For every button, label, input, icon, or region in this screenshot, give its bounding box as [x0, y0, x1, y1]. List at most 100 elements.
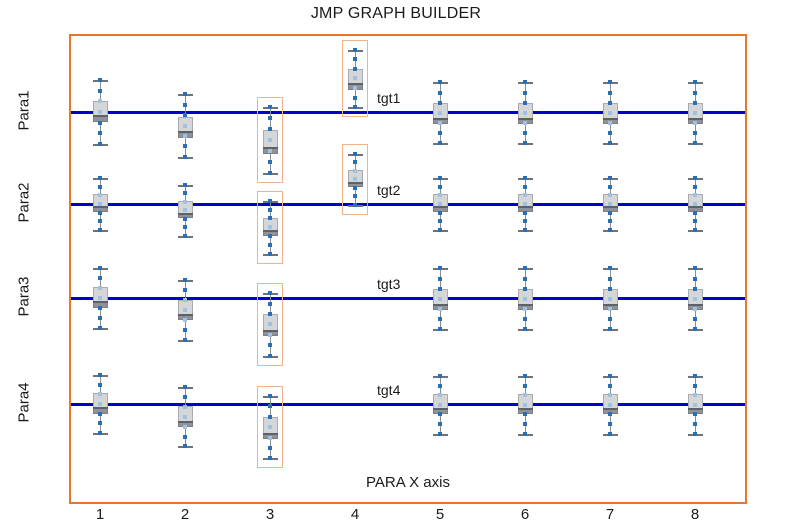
box-plot[interactable] [598, 264, 622, 333]
data-point [523, 327, 527, 332]
data-point [523, 193, 527, 198]
data-point [523, 100, 527, 105]
page-title: JMP GRAPH BUILDER [310, 5, 482, 22]
data-point [438, 393, 442, 398]
box-plot[interactable] [88, 76, 112, 148]
data-point [523, 90, 527, 95]
box-plot[interactable] [683, 264, 707, 333]
highlight-box[interactable] [342, 143, 368, 215]
data-point [268, 311, 272, 316]
box-plot[interactable] [343, 46, 367, 112]
data-point [98, 78, 102, 82]
box-plot[interactable] [258, 197, 282, 258]
box-plot[interactable] [513, 372, 537, 438]
data-point [693, 110, 697, 115]
data-point [98, 201, 102, 206]
box-plot[interactable] [683, 372, 707, 438]
median-line [518, 303, 533, 306]
median-line [688, 117, 703, 120]
data-point [268, 216, 272, 221]
data-point [608, 296, 612, 301]
data-point [523, 296, 527, 301]
data-point [523, 184, 527, 189]
data-point [523, 141, 527, 146]
highlight-box[interactable] [257, 386, 283, 469]
data-point [693, 412, 697, 417]
data-point [523, 219, 527, 224]
data-point [268, 137, 272, 142]
box-plot[interactable] [258, 289, 282, 359]
box-plot[interactable] [683, 174, 707, 233]
plot-frame [69, 34, 747, 504]
data-point [693, 176, 697, 181]
data-point [438, 219, 442, 224]
data-point [608, 317, 612, 322]
data-point [523, 422, 527, 426]
median-line [178, 420, 193, 423]
box-plot[interactable] [173, 90, 197, 160]
data-point [268, 251, 272, 256]
data-point [183, 92, 187, 97]
box-plot[interactable] [683, 78, 707, 147]
box-plot[interactable] [88, 371, 112, 437]
data-point [183, 404, 187, 409]
data-point [98, 430, 102, 435]
data-point [98, 411, 102, 416]
data-point [268, 127, 272, 132]
y-axis-label-para4: Para4 [15, 382, 33, 423]
box-plot[interactable] [173, 276, 197, 343]
data-point [608, 431, 612, 436]
x-tick-7: 7 [605, 506, 615, 523]
box-plot[interactable] [343, 150, 367, 209]
data-point [183, 102, 187, 107]
box-plot[interactable] [513, 174, 537, 233]
data-point [98, 421, 102, 426]
data-point [693, 80, 697, 85]
box-plot[interactable] [173, 181, 197, 240]
box-plot[interactable] [88, 174, 112, 233]
box-plot[interactable] [513, 264, 537, 333]
box-plot[interactable] [88, 264, 112, 333]
box-plot[interactable] [598, 78, 622, 147]
data-point [523, 227, 527, 232]
data-point [183, 298, 187, 303]
highlight-box[interactable] [257, 283, 283, 366]
data-point [608, 374, 612, 378]
data-point [353, 66, 357, 71]
data-point [268, 394, 272, 398]
box-plot[interactable] [428, 78, 452, 147]
data-point [608, 100, 612, 105]
box-plot[interactable] [428, 372, 452, 438]
median-line [348, 181, 363, 184]
highlight-box[interactable] [257, 190, 283, 264]
highlight-box[interactable] [257, 97, 283, 183]
data-point [98, 142, 102, 146]
data-point [523, 317, 527, 322]
data-point [98, 382, 102, 387]
box-plot[interactable] [598, 174, 622, 233]
median-line [518, 206, 533, 209]
box-plot[interactable] [428, 264, 452, 333]
data-point [183, 154, 187, 159]
y-axis-label-para2: Para2 [15, 182, 33, 223]
data-point [523, 383, 527, 388]
box-plot[interactable] [513, 78, 537, 147]
data-point [693, 141, 697, 146]
data-point [523, 402, 527, 407]
data-point [438, 286, 442, 291]
box-plot[interactable] [428, 174, 452, 233]
median-line [688, 303, 703, 306]
box-plot[interactable] [258, 392, 282, 462]
box-plot[interactable] [598, 372, 622, 438]
highlight-box[interactable] [342, 39, 368, 118]
data-point [608, 176, 612, 181]
data-point [268, 159, 272, 164]
data-point [693, 327, 697, 332]
data-point [183, 225, 187, 230]
x-tick-5: 5 [435, 506, 445, 523]
data-point [183, 113, 187, 118]
target-line-para3 [71, 297, 745, 300]
box-plot[interactable] [173, 383, 197, 450]
median-line [93, 407, 108, 410]
box-plot[interactable] [258, 103, 282, 177]
